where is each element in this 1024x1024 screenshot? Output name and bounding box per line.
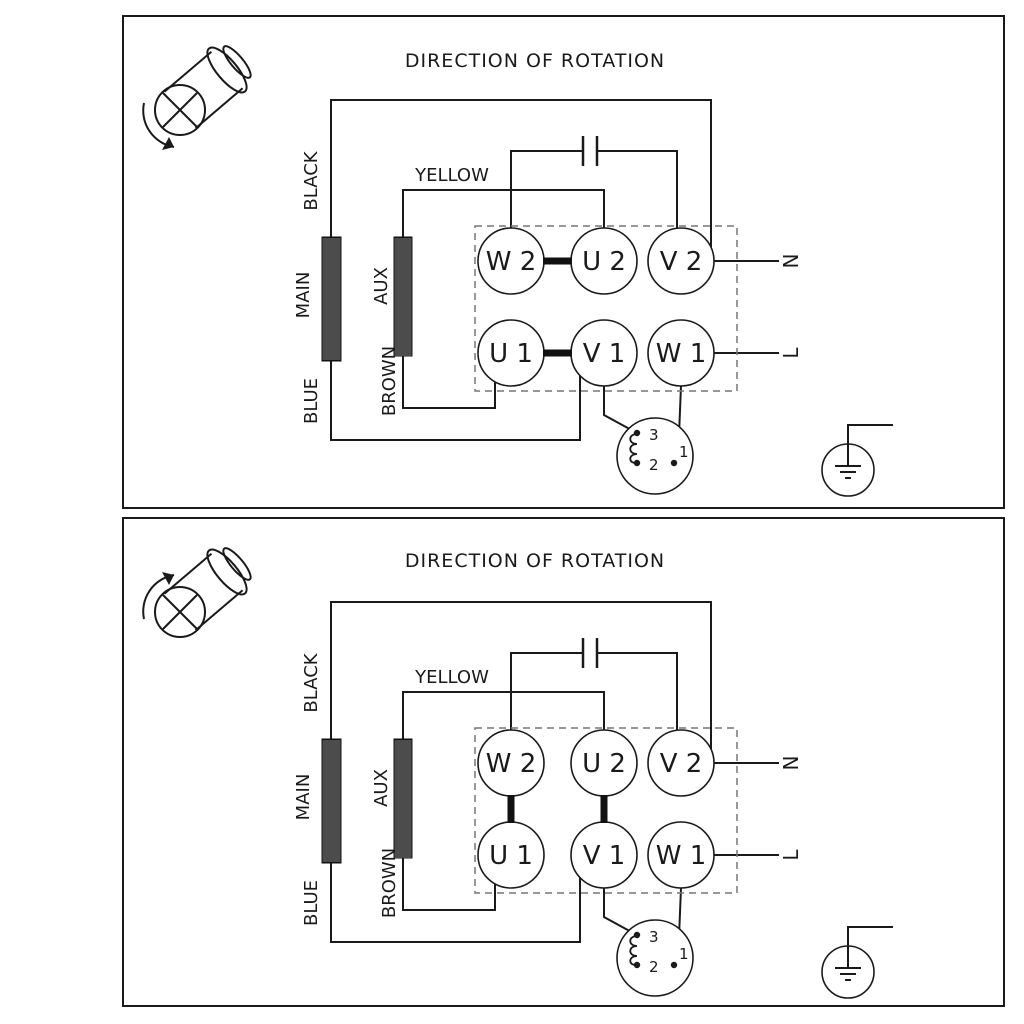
terminal-w2-label: W 2	[486, 247, 537, 277]
yellow-wire	[402, 691, 605, 739]
yellow-wire	[402, 189, 605, 237]
terminal-v2-label: V 2	[660, 247, 703, 277]
main-label: MAIN	[293, 272, 314, 319]
thermal-2-label: 2	[649, 958, 659, 976]
capacitor-icon	[581, 638, 599, 668]
thermal-dot-2	[633, 961, 641, 969]
thermal-2-label: 2	[649, 456, 659, 474]
capacitor-right-wire	[597, 652, 678, 730]
terminal-box	[474, 225, 738, 392]
thermal-3-label: 3	[649, 928, 659, 946]
ground-wire	[847, 926, 893, 946]
main-label: MAIN	[293, 774, 314, 821]
terminal-v2-label: V 2	[660, 749, 703, 779]
brown-label: BROWN	[379, 346, 400, 416]
motor-rotation-icon	[142, 45, 252, 150]
black-wire	[330, 601, 712, 749]
panel-border	[122, 15, 1005, 509]
capacitor-right-wire	[597, 150, 678, 228]
v1-to-thermal-wire	[603, 386, 638, 434]
thermal-3-label: 3	[649, 426, 659, 444]
aux-winding-coil	[393, 738, 413, 859]
terminal-v2	[647, 729, 715, 797]
blue-wire	[330, 863, 581, 943]
yellow-label: YELLOW	[414, 667, 489, 688]
terminal-w1-label: W 1	[656, 841, 707, 871]
thermal-dot-1	[670, 961, 678, 969]
thermal-dot-1	[670, 459, 678, 467]
terminal-v1-label: V 1	[583, 841, 626, 871]
capacitor-left-wire	[510, 652, 583, 730]
aux-label: AUX	[371, 267, 392, 305]
terminal-u2-label: U 2	[582, 247, 626, 277]
brown-label: BROWN	[379, 848, 400, 918]
neutral-label: N	[779, 756, 803, 771]
aux-label: AUX	[371, 769, 392, 807]
terminal-v1-label: V 1	[583, 339, 626, 369]
v1-to-thermal-wire	[603, 888, 638, 936]
panel-title: DIRECTION OF ROTATION	[405, 50, 665, 72]
thermal-protector: 3 2 1	[616, 919, 694, 997]
black-wire	[330, 99, 712, 247]
terminal-u1-label: U 1	[489, 841, 533, 871]
terminal-v2	[647, 227, 715, 295]
panel-title: DIRECTION OF ROTATION	[405, 550, 665, 572]
rotation-arrowhead	[162, 572, 174, 585]
thermal-1-label: 1	[679, 945, 689, 963]
terminal-u1-label: U 1	[489, 339, 533, 369]
thermal-protector: 3 2 1	[616, 417, 694, 495]
capacitor-left-wire	[510, 150, 583, 228]
ground-wire	[847, 424, 893, 444]
panel-rotation-2: DIRECTION OF ROTATION	[122, 517, 1005, 1007]
main-winding-coil	[321, 236, 342, 362]
panel-border	[122, 517, 1005, 1007]
yellow-label: YELLOW	[414, 165, 489, 186]
terminal-box	[474, 727, 738, 894]
terminal-w1	[647, 319, 715, 387]
aux-winding-coil	[393, 236, 413, 357]
line-label: L	[779, 347, 803, 359]
earth-ground-icon	[821, 443, 875, 497]
brown-wire	[402, 356, 496, 409]
terminal-w2-label: W 2	[486, 749, 537, 779]
thermal-dot-2	[633, 459, 641, 467]
motor-rotation-icon	[142, 547, 252, 638]
main-winding-coil	[321, 738, 342, 864]
blue-wire	[330, 361, 581, 441]
neutral-label: N	[779, 254, 803, 269]
terminal-w1-label: W 1	[656, 339, 707, 369]
panel-rotation-1: DIRECTION OF ROTATION	[122, 15, 1005, 509]
thermal-dot-3	[633, 931, 641, 939]
brown-wire	[402, 858, 496, 911]
blue-label: BLUE	[301, 880, 322, 926]
black-label: BLACK	[301, 150, 322, 210]
earth-ground-icon	[821, 945, 875, 999]
black-label: BLACK	[301, 652, 322, 712]
line-label: L	[779, 849, 803, 861]
rotation-arrowhead	[162, 137, 174, 150]
thermal-1-label: 1	[679, 443, 689, 461]
capacitor-icon	[581, 136, 599, 166]
terminal-w1	[647, 821, 715, 889]
thermal-coil-icon	[629, 433, 638, 464]
thermal-coil-icon	[629, 935, 638, 966]
thermal-dot-3	[633, 429, 641, 437]
terminal-u2-label: U 2	[582, 749, 626, 779]
blue-label: BLUE	[301, 378, 322, 424]
